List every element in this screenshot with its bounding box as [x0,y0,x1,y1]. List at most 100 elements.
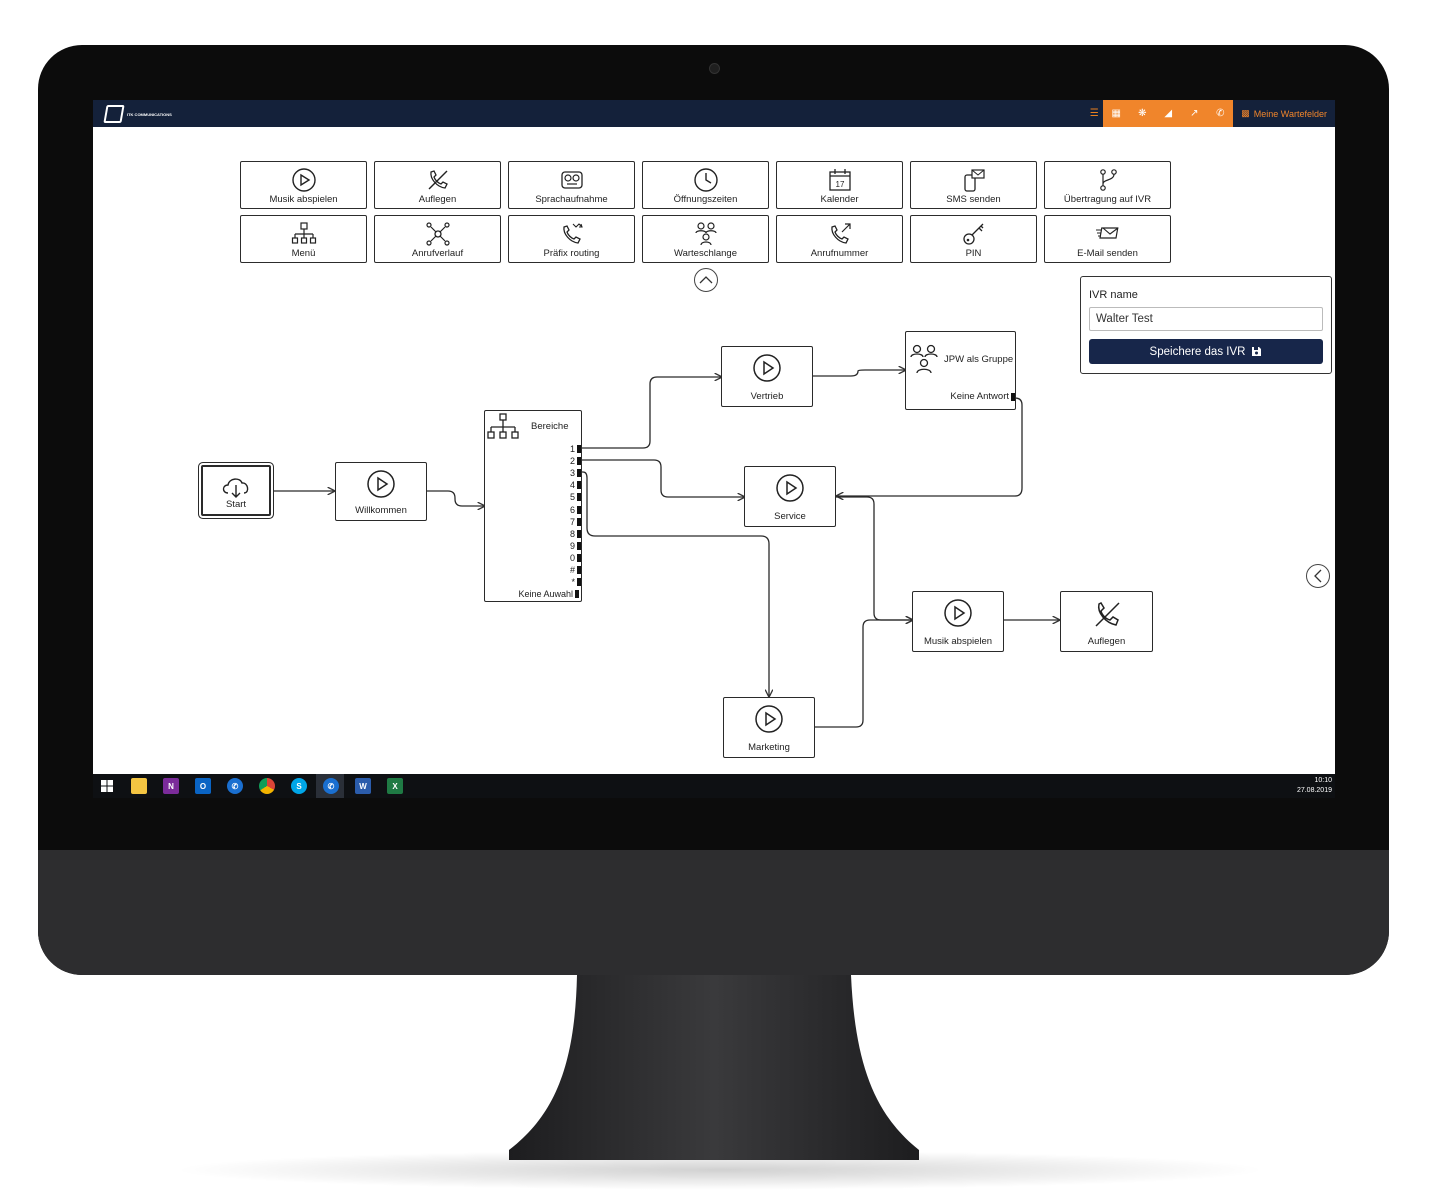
company-logo[interactable]: ITK COMMUNICATIONS [103,105,175,123]
flow-node-sales[interactable]: Vertrieb [721,346,813,407]
port[interactable] [577,553,581,562]
grid-icon[interactable]: ▦ [1111,108,1121,119]
palette-pin[interactable]: PIN [910,215,1037,263]
ivr-name-panel: IVR name Speichere das IVR [1080,276,1332,374]
tile-label: Menü [291,248,316,259]
port[interactable] [577,445,581,454]
flow-node-marketing[interactable]: Marketing [723,697,815,758]
port[interactable] [577,517,581,526]
phone-app-icon[interactable]: ✆ [227,778,243,794]
palette-call-history[interactable]: Anrufverlauf [374,215,501,263]
port[interactable] [577,565,581,574]
menu-output-8[interactable]: 8 [561,528,581,540]
hamburger-icon[interactable]: ☰ [1089,108,1099,119]
tile-label: Anrufverlauf [411,248,464,259]
palette-menu[interactable]: Menü [240,215,367,263]
flow-node-music[interactable]: Musik abspielen [912,591,1004,652]
flow-node-start[interactable]: Start [201,465,271,516]
palette-queue[interactable]: Warteschlange [642,215,769,263]
palette-opening-hours[interactable]: Öffnungszeiten [642,161,769,209]
port[interactable] [577,529,581,538]
palette-sms[interactable]: SMS senden [910,161,1037,209]
menu-output-0[interactable]: 0 [561,552,581,564]
port[interactable] [577,493,581,502]
menu-output-3[interactable]: 3 [561,467,581,479]
network-icon [425,222,450,246]
group-no-answer-output[interactable]: Keine Antwort [950,391,1015,402]
palette-transfer-ivr[interactable]: Übertragung auf IVR [1044,161,1171,209]
tile-label: Musik abspielen [269,194,338,205]
palette-hangup[interactable]: Auflegen [374,161,501,209]
palette-call-number[interactable]: Anrufnummer [776,215,903,263]
node-label: Willkommen [355,505,407,516]
tile-label: Auflegen [418,194,457,205]
port[interactable] [577,457,581,466]
tile-label: SMS senden [946,194,1001,205]
port[interactable] [577,578,581,587]
queue-icon [694,222,717,246]
clock-icon [693,168,718,192]
port[interactable] [1011,392,1015,401]
tile-label: E-Mail senden [1077,248,1138,259]
collapse-palette-button[interactable] [694,268,718,292]
menu-output-star[interactable]: * [561,576,581,588]
windows-icon[interactable] [99,778,115,794]
hangup-icon [1094,602,1120,627]
cloud-download-icon [222,478,249,498]
branch-icon [1099,169,1117,191]
menu-output-6[interactable]: 6 [561,503,581,515]
tile-label: PIN [965,248,982,259]
node-label: Start [225,499,247,510]
play-icon [753,354,781,382]
palette-recording[interactable]: Sprachaufnahme [508,161,635,209]
flow-node-group[interactable]: JPW als Gruppe Keine Antwort [905,331,1016,410]
line-chart-icon[interactable]: ↗ [1190,108,1199,119]
flow-node-menu[interactable]: Bereiche 1 2 3 4 5 6 7 8 9 0 # * Keine A… [484,410,582,602]
play-icon [755,705,783,733]
tile-label: Öffnungszeiten [673,194,738,205]
settings-icon[interactable]: ❋ [1138,108,1147,119]
palette-music[interactable]: Musik abspielen [240,161,367,209]
menu-output-4[interactable]: 4 [561,479,581,491]
menu-no-selection-output[interactable]: Keine Auwahl [518,589,579,599]
edge-group-noanswer-service [837,397,1023,496]
menu-output-hash[interactable]: # [561,564,581,576]
menu-output-9[interactable]: 9 [561,540,581,552]
port[interactable] [577,541,581,550]
expand-sidebar-button[interactable] [1306,564,1330,588]
onenote-icon[interactable]: N [163,778,179,794]
phone-app-active-icon[interactable]: ✆ [323,778,339,794]
palette-calendar[interactable]: 17 Kalender [776,161,903,209]
palette-prefix-routing[interactable]: Präfix routing [508,215,635,263]
phone-icon[interactable]: ✆ [1216,108,1225,119]
outlook-icon[interactable]: O [195,778,211,794]
save-label: Speichere das IVR [1149,345,1246,358]
chrome-icon[interactable] [259,778,275,794]
recorder-icon [560,171,583,189]
camera [709,63,720,74]
system-clock[interactable]: 10:10 27.08.2019 [1297,776,1332,796]
bar-chart-icon: ▩ [1241,108,1250,118]
port[interactable] [577,481,581,490]
menu-output-2[interactable]: 2 [561,455,581,467]
port[interactable] [577,505,581,514]
wait-fields-link[interactable]: ▩ Meine Wartefelder [1233,100,1335,127]
flow-node-hangup[interactable]: Auflegen [1060,591,1153,652]
skype-icon[interactable]: S [291,778,307,794]
menu-output-5[interactable]: 5 [561,491,581,503]
menu-output-7[interactable]: 7 [561,516,581,528]
flow-node-service[interactable]: Service [744,466,836,527]
menu-output-1[interactable]: 1 [561,443,581,455]
ivr-name-input[interactable] [1089,307,1323,331]
port[interactable] [575,590,579,598]
port[interactable] [577,469,581,478]
excel-icon[interactable]: X [387,778,403,794]
explorer-icon[interactable] [131,778,147,794]
word-icon[interactable]: W [355,778,371,794]
flow-node-welcome[interactable]: Willkommen [335,462,427,521]
area-chart-icon[interactable]: ◢ [1164,108,1173,119]
node-label: Marketing [748,742,790,753]
palette-email[interactable]: E-Mail senden [1044,215,1171,263]
menu-outputs: 1 2 3 4 5 6 7 8 9 0 # * [561,443,581,588]
save-ivr-button[interactable]: Speichere das IVR [1089,339,1323,364]
